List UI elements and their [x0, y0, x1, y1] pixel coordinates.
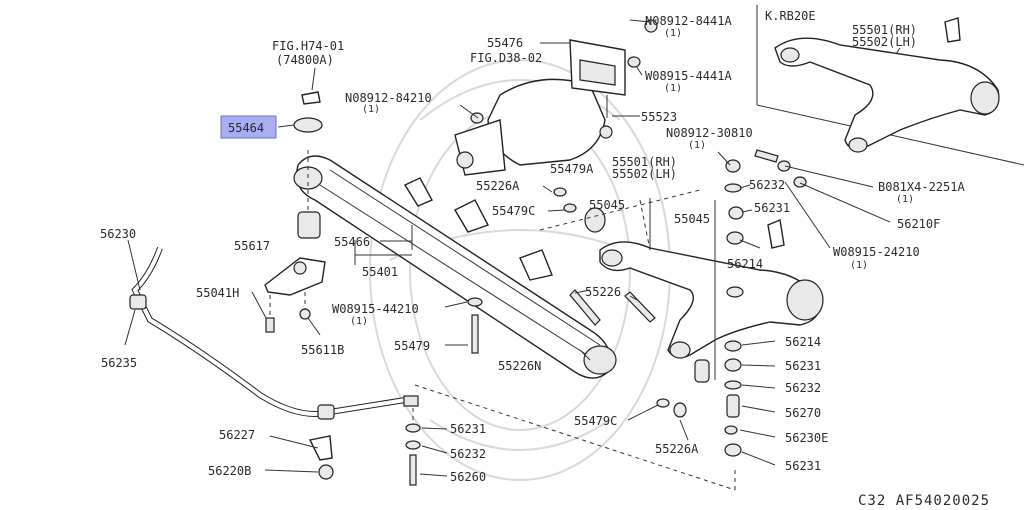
small-hardware — [467, 19, 807, 457]
ref-fig-h74: FIG.H74-01 — [272, 39, 344, 53]
label-56232-top: 56232 — [749, 178, 785, 192]
label-55401: 55401 — [362, 265, 398, 279]
label-08912-30810: N08912-30810 — [666, 126, 753, 140]
link-frame-dashed — [414, 189, 736, 491]
crossmember-55401 — [293, 155, 617, 379]
label-08915-24210: W08915-24210 — [833, 245, 920, 259]
label-56230e: 56230E — [785, 431, 828, 445]
label-08915-44210-qty: (1) — [350, 316, 368, 327]
label-08915-44210: W08915-44210 — [332, 302, 419, 316]
differential-outline — [454, 78, 606, 176]
label-55045-a: 55045 — [589, 198, 625, 212]
label-55466: 55466 — [334, 235, 370, 249]
crossmember-right-mount — [583, 345, 617, 375]
label-56232-r: 56232 — [785, 381, 821, 395]
label-55464[interactable]: 55464 — [228, 121, 264, 135]
label-56227: 56227 — [219, 428, 255, 442]
label-55617: 55617 — [234, 239, 270, 253]
inset-title: K.RB20E — [765, 9, 816, 23]
label-55479a: 55479A — [550, 162, 594, 176]
label-55479: 55479 — [394, 339, 430, 353]
label-56260: 56260 — [450, 470, 486, 484]
ref-fig-d38: FIG.D38-02 — [470, 51, 542, 65]
label-56231-r2: 56231 — [785, 459, 821, 473]
label-56214-top: 56214 — [727, 257, 763, 271]
label-55045-b: 55045 — [674, 212, 710, 226]
label-56235: 56235 — [101, 356, 137, 370]
label-55226a-bot: 55226A — [655, 442, 699, 456]
lower-arm-55501 — [599, 219, 824, 383]
label-08912-84210-qty: (1) — [362, 104, 380, 115]
label-08912-8441a-qty: (1) — [664, 28, 682, 39]
label-081x4-2251a-qty: (1) — [896, 194, 914, 205]
label-55611b: 55611B — [301, 343, 344, 357]
label-56270: 56270 — [785, 406, 821, 420]
label-55226a-top: 55226A — [476, 179, 520, 193]
label-55226n: 55226N — [498, 359, 541, 373]
mount-cap-55464 — [293, 91, 323, 133]
stabilizer-56230 — [129, 246, 419, 420]
diagram-code: C32 AF54020025 — [858, 493, 990, 509]
inset-part-rh: 55501(RH) — [852, 23, 917, 37]
link-parts-bottom — [308, 408, 421, 486]
inset-panel: K.RB20E 55501(RH) 55502(LH) — [756, 5, 1024, 166]
label-55479c-top: 55479C — [492, 204, 535, 218]
label-08912-30810-qty: (1) — [688, 140, 706, 151]
label-56231-top: 56231 — [754, 201, 790, 215]
label-081x4-2251a: B081X4-2251A — [878, 180, 965, 194]
label-08915-4441a-qty: (1) — [664, 83, 682, 94]
inset-control-arm — [774, 37, 1000, 150]
inset-bushing-b — [848, 137, 868, 153]
label-56231-r1: 56231 — [785, 359, 821, 373]
label-56231-b: 56231 — [450, 422, 486, 436]
mount-bracket-55476 — [569, 39, 626, 118]
bushing-55466 — [297, 150, 321, 239]
label-55479c-bot: 55479C — [574, 414, 617, 428]
label-55226: 55226 — [585, 285, 621, 299]
label-55501: 55501(RH) — [612, 155, 677, 169]
label-08912-8441a: N08912-8441A — [645, 14, 732, 28]
leader-lines — [124, 19, 891, 477]
label-56210f: 56210F — [897, 217, 940, 231]
inset-hub — [970, 81, 1000, 115]
label-56230: 56230 — [100, 227, 136, 241]
label-55476: 55476 — [487, 36, 523, 50]
inset-bushing-a — [780, 47, 800, 63]
label-56214-r: 56214 — [785, 335, 821, 349]
label-08915-24210-qty: (1) — [850, 260, 868, 271]
label-56232-b: 56232 — [450, 447, 486, 461]
label-08912-84210: N08912-84210 — [345, 91, 432, 105]
inset-stud — [944, 17, 961, 43]
label-55502: 55502(LH) — [612, 167, 677, 181]
label-55523: 55523 — [641, 110, 677, 124]
label-56220b: 56220B — [208, 464, 251, 478]
ref-fig-h74-sub: (74800A) — [276, 53, 334, 67]
inset-part-lh: 55502(LH) — [852, 35, 917, 49]
arm-hub — [786, 279, 824, 321]
highlight-box-55464[interactable] — [220, 115, 277, 139]
label-08915-4441a: W08915-4441A — [645, 69, 732, 83]
label-55041h: 55041H — [196, 286, 239, 300]
bracket-55617 — [264, 257, 326, 333]
